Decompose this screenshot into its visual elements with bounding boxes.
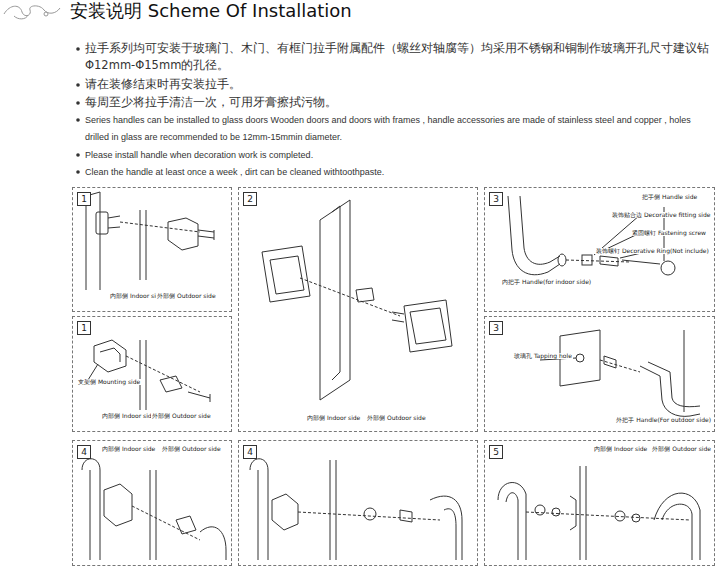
step-panel: 1 支架侧 Mounting side 内部侧 Indoor side外部侧 Out… <box>72 316 232 432</box>
note-text: Please install handle when decoration wo… <box>85 147 715 164</box>
panel-1-drawing <box>86 192 214 290</box>
step-panel: 5 内部侧 Indoor side外部侧 Outdoor side <box>484 440 715 566</box>
panel-2-drawing <box>262 200 452 400</box>
step-number: 4 <box>243 445 257 459</box>
part-label: 支架侧 Mounting side <box>77 379 141 385</box>
step-number: 4 <box>77 445 91 459</box>
part-label: 紧固螺钉 Fastening screw <box>631 230 707 236</box>
panel-5-drawing <box>498 466 700 560</box>
part-label: 外部侧 Outdoor side <box>651 446 712 452</box>
part-label: 玻璃孔 Tapping hole <box>513 353 573 359</box>
part-label: 内部侧 Indoor side <box>593 446 648 452</box>
step-number: 5 <box>489 445 503 459</box>
part-label: 装饰贴合边 Decorative fitting side <box>611 212 711 218</box>
panel-3b-drawing <box>540 330 700 416</box>
step-panel: 1内部侧 Indoor side外部侧 Outdoor side <box>72 187 232 312</box>
step-panel: 4 内部侧 Indoor side 外部侧 Outdoor side <box>72 440 232 566</box>
step-number: 1 <box>77 321 91 335</box>
step-number: 3 <box>489 321 503 335</box>
part-label: 外部侧 Outdoor side <box>366 415 427 421</box>
step-panel: 2 内部侧 Indoor side 外部侧 Outdoor side <box>238 187 478 432</box>
part-label: 外部侧 Outdoor side <box>156 293 217 299</box>
part-label: 外把手 Handle(For outdoor side) <box>615 417 712 423</box>
note-text: Series handles can be installed to glass… <box>85 112 715 146</box>
part-label: 把手侧 Handle side <box>641 194 698 200</box>
step-panel: 3 玻璃孔 Tapping hole 外把手 Handle(For outdoor … <box>484 316 715 432</box>
note-text: Clean the handle at least once a week , … <box>85 164 715 181</box>
part-label: 内部侧 Indoor side <box>306 415 361 421</box>
part-label: 外部侧 Outdoor side <box>161 446 222 452</box>
step-panel: 4 <box>238 440 478 566</box>
part-label: 内把手 Handle(for indoor side) <box>501 279 592 285</box>
page-title: 安装说明 Scheme Of Installation <box>70 0 352 22</box>
part-label: 装饰螺钉 Decorative Ring(Not include) <box>595 248 710 254</box>
step-number: 2 <box>243 192 257 206</box>
bullet-dots <box>76 47 80 174</box>
part-label: 内部侧 Indoor side <box>101 446 156 452</box>
panel-4b-drawing <box>250 459 462 560</box>
part-label: 内部侧 Indoor side <box>101 413 156 419</box>
note-text: 请在装修结束时再安装拉手。 <box>85 76 715 93</box>
panel-1b-drawing <box>88 340 210 410</box>
header-flourish <box>4 6 60 19</box>
step-panel: 3 把手侧 Handle side 装饰贴合边 Decorative fitting… <box>484 187 715 312</box>
part-label: 外部侧 Outdoor side <box>151 413 212 419</box>
note-text: 拉手系列均可安装于玻璃门、木门、有框门拉手附属配件（螺丝对轴腐等）均采用不锈钢和… <box>85 40 715 74</box>
step-number: 3 <box>489 192 503 206</box>
panel-4-drawing <box>82 459 226 560</box>
step-number: 1 <box>77 192 91 206</box>
note-text: 每周至少将拉手清洁一次，可用牙膏擦拭污物。 <box>85 94 715 111</box>
